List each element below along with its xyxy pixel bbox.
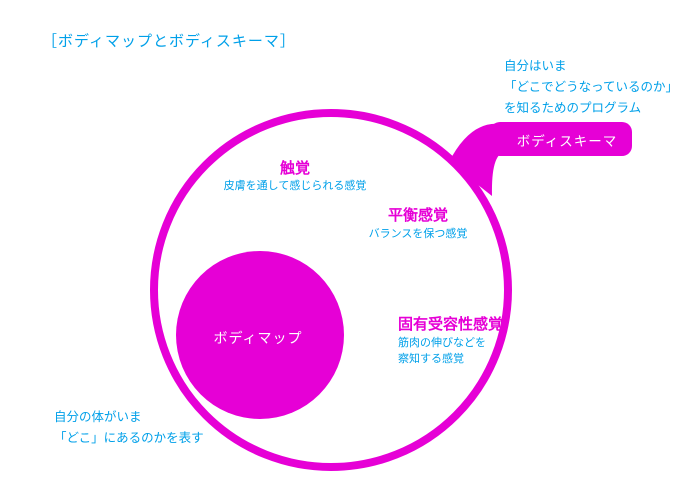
body-schema-note: 自分はいま 「どこでどうなっているのか」 を知るためのプログラム	[504, 55, 678, 118]
sense-proprioception-desc-line: 筋肉の伸びなどを	[398, 336, 486, 349]
body-schema-note-line: 自分はいま	[504, 58, 567, 73]
sense-proprioception-desc-line: 察知する感覚	[398, 352, 464, 365]
body-schema-note-line: 「どこでどうなっているのか」	[504, 79, 679, 94]
body-map-note-line: 自分の体がいま	[54, 409, 142, 424]
body-map-disk	[176, 251, 344, 419]
body-map-label: ボディマップ	[213, 331, 303, 347]
body-map-note-line: 「どこ」にあるのかを表す	[54, 430, 204, 445]
sense-balance-desc: バランスを保つ感覚	[368, 227, 468, 240]
sense-proprioception-desc: 筋肉の伸びなどを 察知する感覚	[398, 335, 486, 367]
diagram-title: ［ボディマップとボディスキーマ］	[42, 32, 296, 50]
sense-touch-desc: 皮膚を通して感じられる感覚	[223, 179, 367, 192]
sense-touch-title: 触覚	[279, 159, 311, 177]
sense-balance-title: 平衡感覚	[387, 206, 449, 224]
body-schema-badge	[490, 122, 632, 156]
sense-proprioception-title: 固有受容性感覚	[398, 315, 504, 333]
body-schema-ring	[150, 109, 512, 471]
body-schema-label: ボディスキーマ	[516, 134, 618, 150]
body-map-note: 自分の体がいま 「どこ」にあるのかを表す	[54, 406, 204, 448]
body-schema-note-line: を知るためのプログラム	[504, 100, 642, 115]
